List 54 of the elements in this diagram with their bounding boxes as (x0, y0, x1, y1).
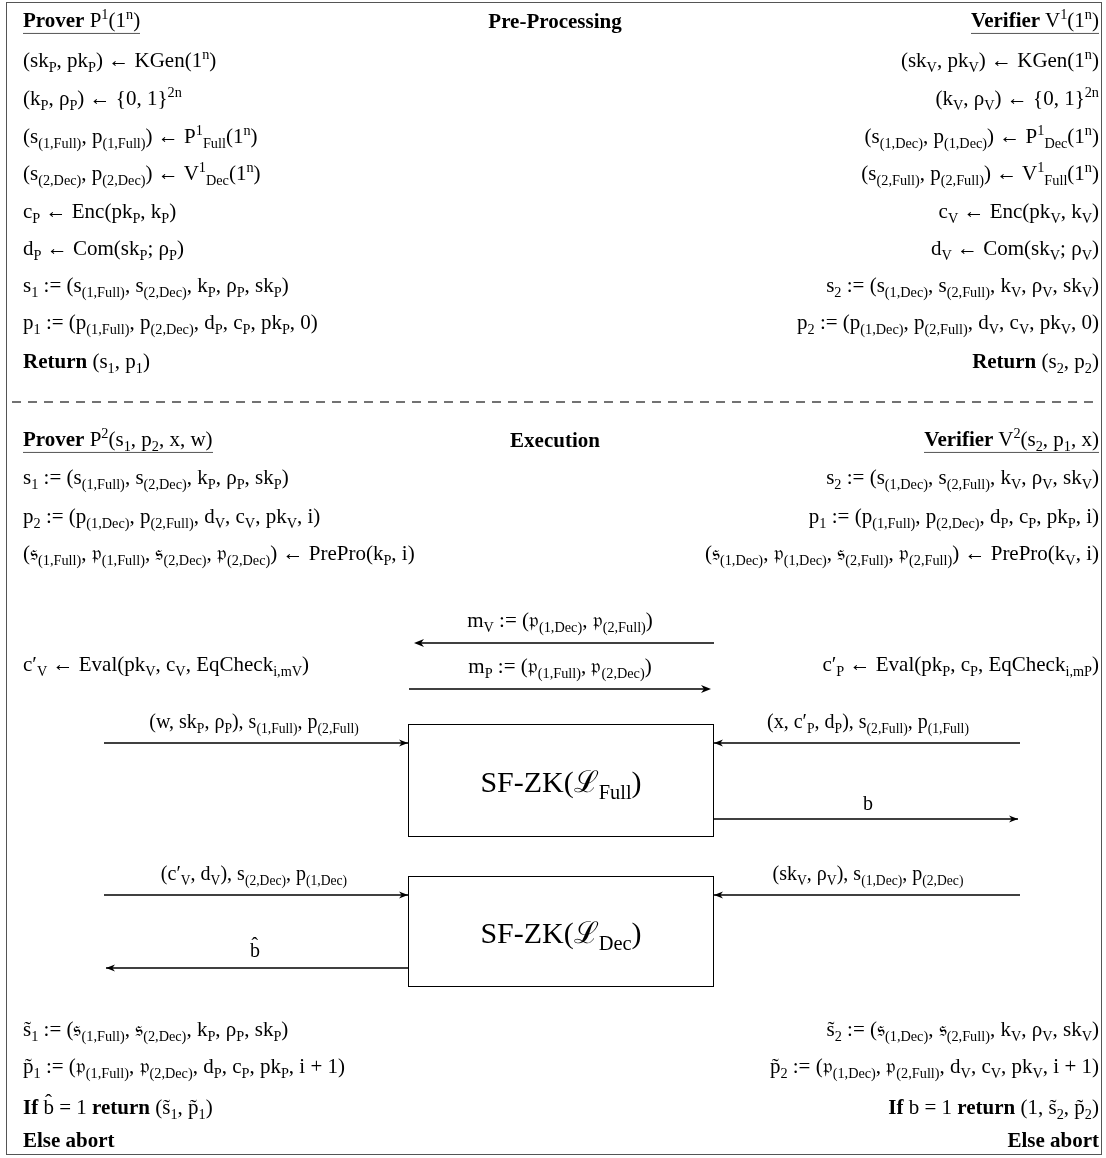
protocol-step: m$_{V}$ := (𝔭$_{(1,Dec)}$, 𝔭$_{(2,Full)}$) (467, 607, 653, 633)
protocol-step: Else abort (1007, 1127, 1099, 1153)
protocol-step: c$_{P}$ ← Enc(pk$_{P}$, k$_{P}$) (23, 198, 177, 224)
process-box (408, 876, 714, 987)
protocol-step: Return (s$_{2}$, p$_{2}$) (972, 348, 1099, 374)
party-heading: Verifier V$^{2}$(s$_{2}$, p$_{1}$, x) (924, 426, 1099, 454)
protocol-step: s$_{2}$ := (s$_{(1,Dec)}$, s$_{(2,Full)}$, k$_{V}$, ρ$_{V}$, sk$_{V}$) (826, 272, 1099, 298)
arrow (713, 815, 1019, 823)
protocol-step: (k$_{P}$, ρ$_{P}$) ← {0, 1}$^{2n}$ (23, 85, 182, 111)
protocol-step: (sk$_{V}$, pk$_{V}$) ← KGen(1$^{n}$) (900, 47, 1099, 73)
arrow (713, 891, 1021, 899)
arrow (713, 739, 1021, 747)
protocol-step: p$_{2}$ := (p$_{(1,Dec)}$, p$_{(2,Full)}$, d$_{V}$, c$_{V}$, pk$_{V}$, i) (23, 503, 321, 529)
protocol-step: s$_{1}$ := (s$_{(1,Full)}$, s$_{(2,Dec)}$, k$_{P}$, ρ$_{P}$, sk$_{P}$) (23, 464, 289, 490)
process-box (408, 724, 714, 837)
protocol-step: (s$_{(2,Full)}$, p$_{(2,Full)}$) ← V$^{1}$$_{Full}$(1$^{n}$) (861, 160, 1099, 186)
protocol-step: If b = 1 return (1, s̃$_{2}$, p̃$_{2}$) (888, 1094, 1099, 1120)
party-heading: Prover P$^{1}$(1$^{n}$) (23, 7, 141, 35)
protocol-step: (s$_{(1,Dec)}$, p$_{(1,Dec)}$) ← P$^{1}$$_{Dec}$(1$^{n}$) (864, 123, 1099, 149)
protocol-step: p̃$_{2}$ := (𝔭$_{(1,Dec)}$, 𝔭$_{(2,Full)}$, d$_{V}$, c$_{V}$, pk$_{V}$, i + 1) (769, 1053, 1099, 1079)
protocol-step: p$_{2}$ := (p$_{(1,Dec)}$, p$_{(2,Full)}$, d$_{V}$, c$_{V}$, pk$_{V}$, 0) (797, 309, 1099, 335)
protocol-step: p$_{1}$ := (p$_{(1,Full)}$, p$_{(2,Dec)}$, d$_{P}$, c$_{P}$, pk$_{P}$, 0) (23, 309, 318, 335)
protocol-step: p$_{1}$ := (p$_{(1,Full)}$, p$_{(2,Dec)}$, d$_{P}$, c$_{P}$, pk$_{P}$, i) (808, 503, 1099, 529)
box-label: SF-ZK(ℒ$_{Full}$) (480, 764, 642, 801)
edge-label: b̂ (250, 939, 260, 961)
protocol-step: d$_{V}$ ← Com(sk$_{V}$; ρ$_{V}$) (930, 235, 1099, 261)
protocol-step: c′$_{V}$ ← Eval(pk$_{V}$, c$_{V}$, EqCheck$_{i,mV}$) (23, 651, 310, 677)
protocol-step: s̃$_{1}$ := (𝔰$_{(1,Full)}$, 𝔰$_{(2,Dec)}$, k$_{P}$, ρ$_{P}$, sk$_{P}$) (23, 1016, 289, 1042)
protocol-step: (𝔰$_{(1,Full)}$, 𝔭$_{(1,Full)}$, 𝔰$_{(2,Dec)}$, 𝔭$_{(2,Dec)}$) ← PrePro(k$_{P}$, i) (23, 540, 415, 566)
protocol-step: (sk$_{P}$, pk$_{P}$) ← KGen(1$^{n}$) (23, 47, 217, 73)
protocol-step: d$_{P}$ ← Com(sk$_{P}$; ρ$_{P}$) (23, 235, 184, 261)
protocol-step: s̃$_{2}$ := (𝔰$_{(1,Dec)}$, 𝔰$_{(2,Full)}$, k$_{V}$, ρ$_{V}$, sk$_{V}$) (826, 1016, 1099, 1042)
section-heading: Pre-Processing (488, 8, 622, 34)
protocol-step: Else abort (23, 1127, 115, 1153)
edge-label: b (863, 792, 873, 814)
protocol-step: p̃$_{1}$ := (𝔭$_{(1,Full)}$, 𝔭$_{(2,Dec)}$, d$_{P}$, c$_{P}$, pk$_{P}$, i + 1) (23, 1053, 345, 1079)
protocol-step: s$_{2}$ := (s$_{(1,Dec)}$, s$_{(2,Full)}$, k$_{V}$, ρ$_{V}$, sk$_{V}$) (826, 464, 1099, 490)
protocol-step: (s$_{(2,Dec)}$, p$_{(2,Dec)}$) ← V$^{1}$$_{Dec}$(1$^{n}$) (23, 160, 261, 186)
section-heading: Execution (510, 427, 600, 453)
protocol-step: c$_{V}$ ← Enc(pk$_{V}$, k$_{V}$) (938, 198, 1099, 224)
protocol-step: (s$_{(1,Full)}$, p$_{(1,Full)}$) ← P$^{1}$$_{Full}$(1$^{n}$) (23, 123, 258, 149)
protocol-step: s$_{1}$ := (s$_{(1,Full)}$, s$_{(2,Dec)}$, k$_{P}$, ρ$_{P}$, sk$_{P}$) (23, 272, 289, 298)
protocol-step: (𝔰$_{(1,Dec)}$, 𝔭$_{(1,Dec)}$, 𝔰$_{(2,Full)}$, 𝔭$_{(2,Full)}$) ← PrePro(k$_{V}$, i) (704, 540, 1099, 566)
protocol-step: Return (s$_{1}$, p$_{1}$) (23, 348, 150, 374)
party-heading: Prover P$^{2}$(s$_{1}$, p$_{2}$, x, w) (23, 426, 213, 454)
party-heading: Verifier V$^{1}$(1$^{n}$) (971, 7, 1099, 35)
arrow (105, 964, 409, 972)
protocol-step: c′$_{P}$ ← Eval(pk$_{P}$, c$_{P}$, EqCheck$_{i,mP}$) (822, 651, 1099, 677)
protocol-step: m$_{P}$ := (𝔭$_{(1,Full)}$, 𝔭$_{(2,Dec)}$) (468, 653, 652, 679)
protocol-step: If b̂ = 1 return (s̃$_{1}$, p̃$_{1}$) (23, 1094, 213, 1120)
box-label: SF-ZK(ℒ$_{Dec}$) (480, 915, 642, 952)
protocol-step: (k$_{V}$, ρ$_{V}$) ← {0, 1}$^{2n}$ (935, 85, 1099, 111)
arrow (103, 739, 409, 747)
arrow (103, 891, 409, 899)
